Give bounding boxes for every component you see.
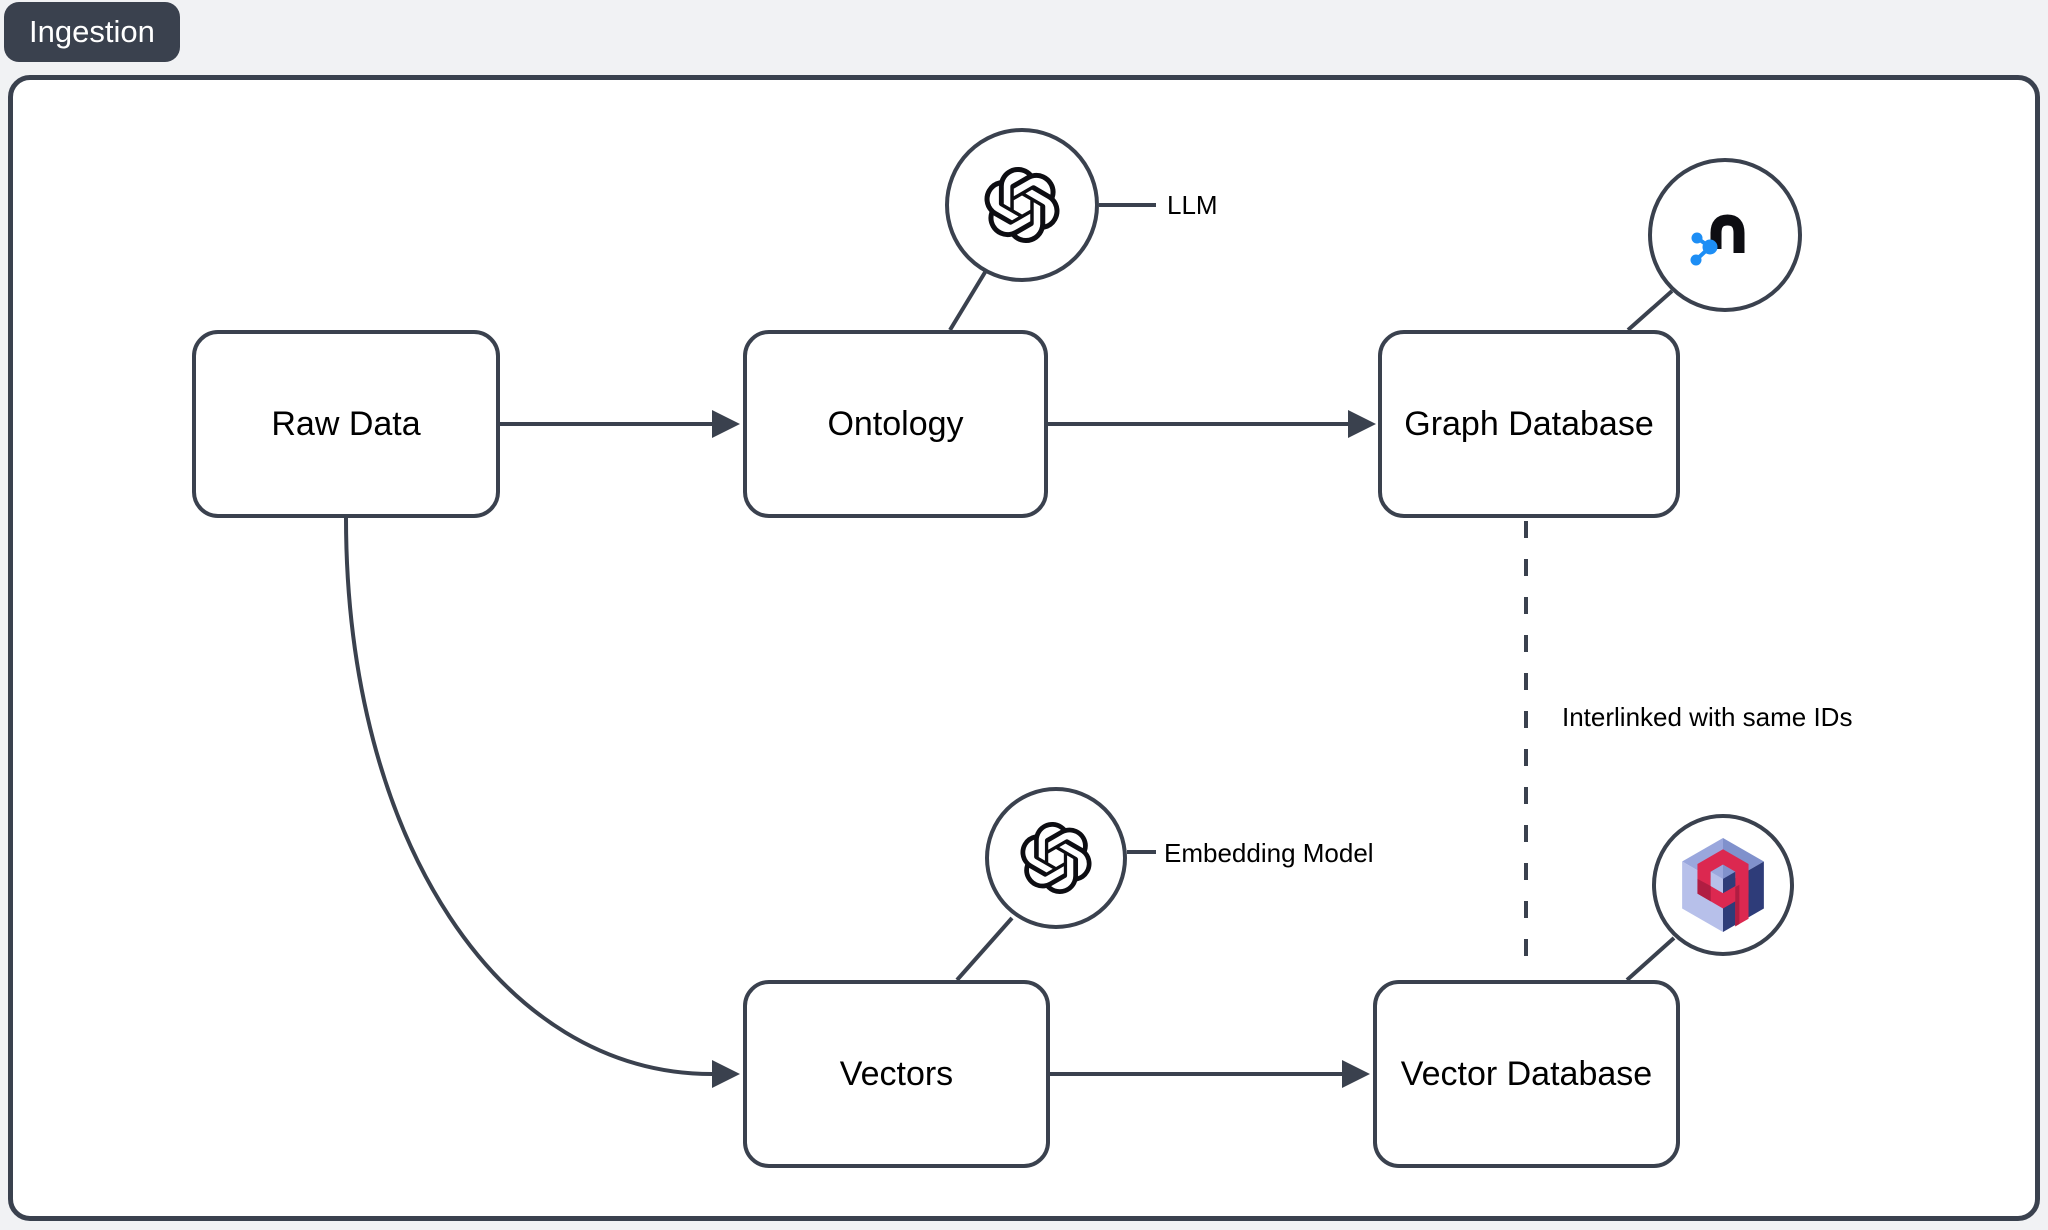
- openai-icon: [1020, 822, 1092, 894]
- node-graph-database[interactable]: Graph Database: [1378, 330, 1680, 518]
- interlinked-edge-label: Interlinked with same IDs: [1562, 702, 1853, 732]
- node-raw-data-label: Raw Data: [271, 404, 421, 443]
- ingestion-tab[interactable]: Ingestion: [4, 2, 180, 62]
- node-vector-database-label: Vector Database: [1400, 1054, 1653, 1093]
- embedding-model-badge[interactable]: [985, 787, 1127, 929]
- neo4j-badge[interactable]: [1648, 158, 1802, 312]
- llm-label: LLM: [1167, 190, 1218, 220]
- qdrant-badge[interactable]: [1652, 814, 1794, 956]
- node-ontology-label: Ontology: [827, 404, 964, 443]
- neo4j-icon: [1690, 214, 1745, 266]
- node-raw-data[interactable]: Raw Data: [192, 330, 500, 518]
- ingestion-tab-label: Ingestion: [29, 14, 155, 49]
- node-vector-database[interactable]: Vector Database: [1373, 980, 1680, 1168]
- node-vectors[interactable]: Vectors: [743, 980, 1050, 1168]
- llm-badge[interactable]: [945, 128, 1099, 282]
- node-graph-database-label: Graph Database: [1404, 404, 1654, 443]
- node-vectors-label: Vectors: [839, 1054, 954, 1093]
- embedding-model-label: Embedding Model: [1164, 838, 1374, 868]
- openai-icon: [984, 167, 1060, 243]
- node-ontology[interactable]: Ontology: [743, 330, 1048, 518]
- qdrant-icon: [1682, 838, 1764, 932]
